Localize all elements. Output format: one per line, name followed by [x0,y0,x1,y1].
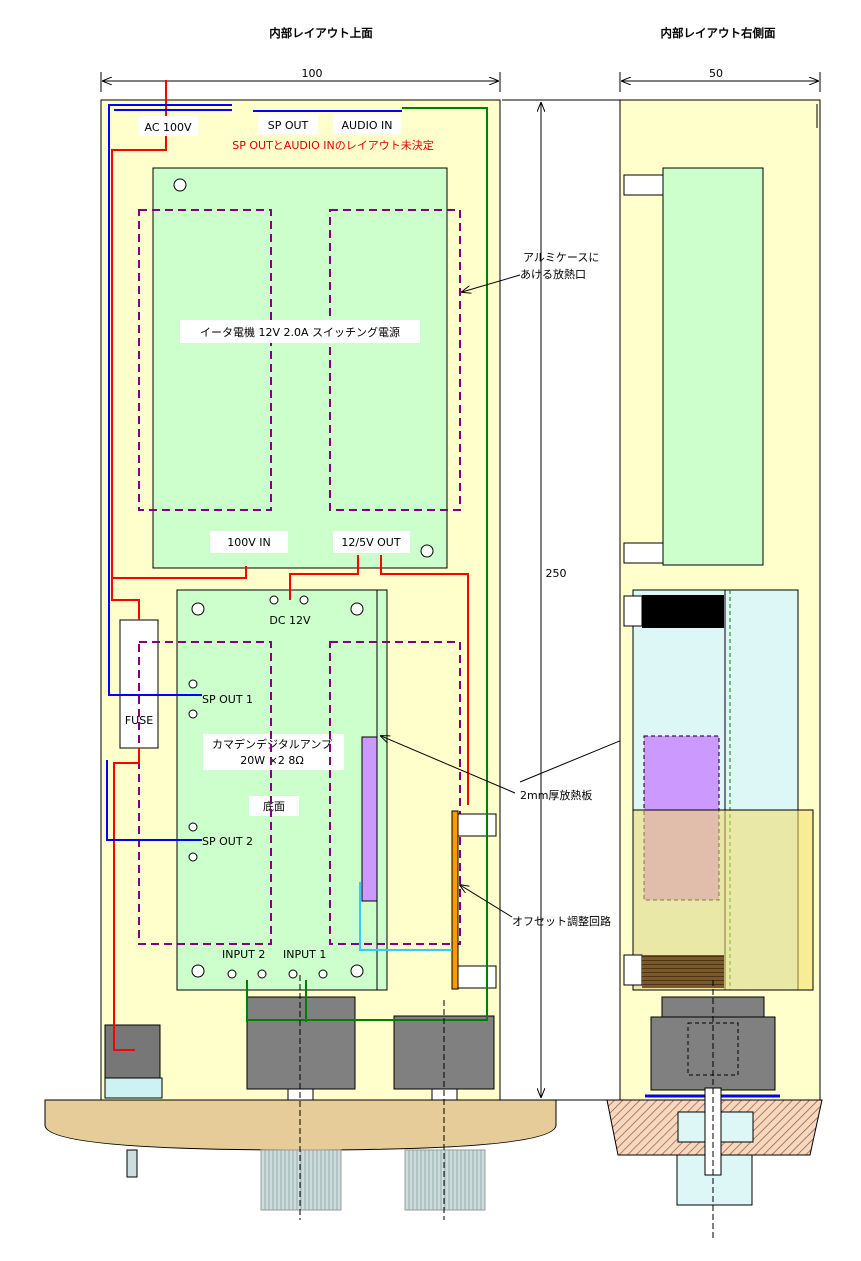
wiring [106,80,488,1051]
top-width-label: 100 [302,67,323,80]
power-supply-board [152,167,448,569]
power-switch [126,1149,138,1178]
vent-opening-right [329,209,461,511]
offset-trimmer [457,813,497,837]
height-label: 250 [546,567,567,580]
fuse-label: FUSE [125,714,153,727]
amp-mount-hole [350,964,364,978]
sp-terminal [188,852,198,862]
amp-bottom-box [249,796,299,816]
input-terminal-side [642,955,724,988]
ac-100v-label: AC 100V [144,121,192,134]
psu-name: イータ電機 12V 2.0A スイッチング電源 [200,325,400,339]
vent-note-arrow [462,274,521,292]
amp-label-box [203,734,344,770]
input2-label: INPUT 2 [222,948,265,961]
dc-terminal [269,595,279,605]
amp-mount-hole [350,602,364,616]
offset-trimmer [457,965,497,989]
amp-mount-hole [191,964,205,978]
offset-circuit-label: オフセット調整回路 [512,914,611,928]
selector-knob[interactable] [404,1149,486,1211]
amp-bottom-label: 底面 [263,799,285,813]
audio-in-box [333,114,401,134]
input1-label: INPUT 1 [283,948,326,961]
amp-vent-right [329,641,461,945]
top-view-title: 内部レイアウト上面 [269,26,373,40]
heat-plate [361,736,378,902]
amp-sp-out1: SP OUT 1 [202,693,253,706]
sp-terminal [188,822,198,832]
amp-side-standoff [623,595,643,627]
amp-dc-label: DC 12V [269,614,311,627]
input-terminal [257,969,267,979]
side-width-dimension: 50 [619,67,821,92]
input-terminal [288,969,298,979]
side-view-title: 内部レイアウト右側面 [661,26,776,40]
input-terminal [318,969,328,979]
vent-opening-left [138,209,272,511]
ac-inlet-flange [104,1077,163,1099]
psu-out-box [333,531,410,553]
psu-mount-hole [420,544,434,558]
layout-note: SP OUTとAUDIO INのレイアウト未決定 [232,138,433,152]
psu-out: 12/5V OUT [341,536,400,549]
psu-standoff [623,542,664,564]
audio-in-header: AUDIO IN [342,119,393,132]
height-dimension: 250 [502,99,620,1101]
psu-100v-in: 100V IN [227,536,271,549]
amp-side-terminal-block [642,595,724,628]
ac-label-box [138,116,198,136]
amp-mount-hole [191,602,205,616]
heat-plate-label: 2mm厚放熱板 [520,788,592,802]
sp-out-box [258,114,318,134]
offset-circuit-arrow [460,885,513,918]
vent-note-line1: アルミケースに [523,251,599,264]
offset-circuit-board [451,810,459,990]
psu-label-box [180,320,420,343]
heat-plate-arrow [381,736,516,794]
volume-pot [246,996,356,1090]
psu-standoff [623,174,664,196]
sp-out-header: SP OUT [268,119,309,132]
psu-side [662,167,764,566]
top-width-dimension: 100 [100,67,501,92]
side-width-label: 50 [709,67,723,80]
psu-in-box [210,531,288,553]
vent-note-line2: あける放熱口 [520,267,586,281]
dc-terminal [299,595,309,605]
selector-pot [393,1015,495,1090]
sp-terminal [188,709,198,719]
psu-mount-hole [173,178,187,192]
amp-board [176,589,388,991]
amp-side-standoff [623,954,643,986]
input-terminal [227,969,237,979]
sp-terminal [188,679,198,689]
amp-vent-left [138,641,272,945]
amp-sp-out2: SP OUT 2 [202,835,253,848]
volume-knob[interactable] [260,1149,342,1211]
